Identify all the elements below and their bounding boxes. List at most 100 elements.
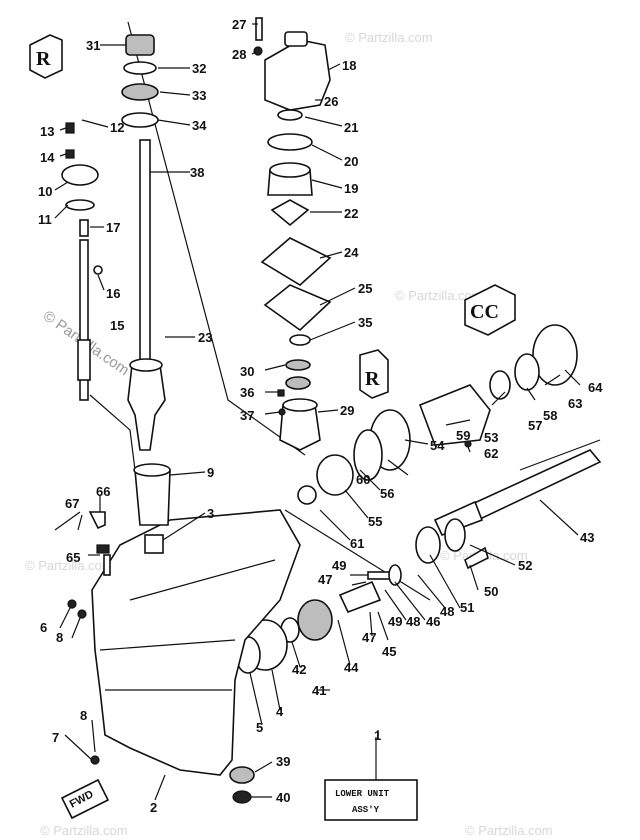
watermark-faint: © Partzilla.com <box>25 558 113 573</box>
callout-17: 17 <box>106 220 120 235</box>
callout-4: 4 <box>276 704 284 719</box>
callout-3: 3 <box>207 506 214 521</box>
callout-22: 22 <box>344 206 358 221</box>
callout-40: 40 <box>276 790 290 805</box>
inset-bracket-r: R <box>29 34 63 79</box>
callout-44: 44 <box>344 660 359 675</box>
callout-47-upper: 47 <box>318 572 332 587</box>
callout-8-upper: 8 <box>56 630 63 645</box>
drive-shaft <box>127 139 166 451</box>
callout-19: 19 <box>344 181 358 196</box>
watermark-faint: © Partzilla.com <box>395 288 483 303</box>
callout-49-lower: 49 <box>388 614 402 629</box>
callout-11: 11 <box>38 212 52 227</box>
callout-46: 46 <box>426 614 440 629</box>
callout-43: 43 <box>580 530 594 545</box>
callout-54: 54 <box>430 438 445 453</box>
callout-55: 55 <box>368 514 382 529</box>
water-pump-internals <box>260 109 332 346</box>
callout-32: 32 <box>192 61 206 76</box>
clutch-pinion-area <box>235 564 402 674</box>
callout-48-right: 48 <box>440 604 454 619</box>
callout-2: 2 <box>150 800 157 815</box>
forward-gear-stack <box>297 409 472 505</box>
callout-14: 14 <box>40 150 55 165</box>
callout-38: 38 <box>190 165 204 180</box>
callout-50: 50 <box>484 584 498 599</box>
callout-62: 62 <box>484 446 498 461</box>
callout-39: 39 <box>276 754 290 769</box>
callout-6: 6 <box>40 620 47 635</box>
callout-16: 16 <box>106 286 120 301</box>
callout-13: 13 <box>40 124 54 139</box>
callout-36: 36 <box>240 385 254 400</box>
shaft-bearing-stack <box>121 34 159 128</box>
callout-53: 53 <box>484 430 498 445</box>
callout-30: 30 <box>240 364 254 379</box>
shift-lever-assembly <box>61 122 103 275</box>
callout-18: 18 <box>342 58 356 73</box>
callout-37: 37 <box>240 408 254 423</box>
callout-67: 67 <box>65 496 79 511</box>
callout-66: 66 <box>96 484 110 499</box>
inset-letter-r: R <box>365 368 380 390</box>
small-hardware <box>54 511 111 765</box>
watermark-faint: © Partzilla.com <box>40 823 128 838</box>
water-pump-housing <box>253 17 331 111</box>
callout-34: 34 <box>192 118 207 133</box>
callout-7: 7 <box>52 730 59 745</box>
callout-9: 9 <box>207 465 214 480</box>
callout-59: 59 <box>456 428 470 443</box>
label-box-line2: ASS'Y <box>352 805 380 815</box>
callout-28: 28 <box>232 47 246 62</box>
inset-letter-r: R <box>36 48 51 70</box>
callout-42: 42 <box>292 662 306 677</box>
propeller-shaft <box>415 449 602 570</box>
bearing-housing <box>277 359 321 451</box>
prop-shaft-housing <box>418 324 578 446</box>
callout-51: 51 <box>460 600 474 615</box>
callout-65: 65 <box>66 550 80 565</box>
callout-21: 21 <box>344 120 358 135</box>
watermark-faint: © Partzilla.com <box>465 823 553 838</box>
assembly-guide-lines <box>89 21 601 601</box>
callout-60: 60 <box>356 472 370 487</box>
callout-8-lower: 8 <box>80 708 87 723</box>
callout-57: 57 <box>528 418 542 433</box>
lower-unit-label-box: LOWER UNIT ASS'Y <box>324 737 418 821</box>
label-box-line1: LOWER UNIT <box>335 789 390 799</box>
callout-45: 45 <box>382 644 396 659</box>
callout-10: 10 <box>38 184 52 199</box>
callout-15: 15 <box>110 318 124 333</box>
callout-24: 24 <box>344 245 359 260</box>
callout-61: 61 <box>350 536 364 551</box>
callout-leader-lines <box>54 23 581 801</box>
callout-labels: 31 32 33 34 38 12 13 14 10 11 17 16 15 2… <box>38 17 603 815</box>
callout-5: 5 <box>256 720 263 735</box>
callout-58: 58 <box>543 408 557 423</box>
shift-rod <box>77 239 91 401</box>
callout-56: 56 <box>380 486 394 501</box>
callout-35: 35 <box>358 315 372 330</box>
watermark-faint: © Partzilla.com <box>345 30 433 45</box>
callout-29: 29 <box>340 403 354 418</box>
inset-bracket-r-middle: R <box>359 349 389 399</box>
callout-63: 63 <box>568 396 582 411</box>
callout-49-upper: 49 <box>332 558 346 573</box>
callout-23: 23 <box>198 330 212 345</box>
callout-26: 26 <box>324 94 338 109</box>
callout-27: 27 <box>232 17 246 32</box>
callout-1: 1 <box>374 728 381 743</box>
gear-case <box>91 463 301 776</box>
drain-plugs <box>229 766 255 804</box>
callout-33: 33 <box>192 88 206 103</box>
callout-52: 52 <box>518 558 532 573</box>
fwd-tag: FWD <box>60 778 110 820</box>
callout-41: 41 <box>312 683 326 698</box>
callout-25: 25 <box>358 281 372 296</box>
callout-31: 31 <box>86 38 100 53</box>
callout-47-lower: 47 <box>362 630 376 645</box>
callout-12: 12 <box>110 120 124 135</box>
callout-48-left: 48 <box>406 614 420 629</box>
